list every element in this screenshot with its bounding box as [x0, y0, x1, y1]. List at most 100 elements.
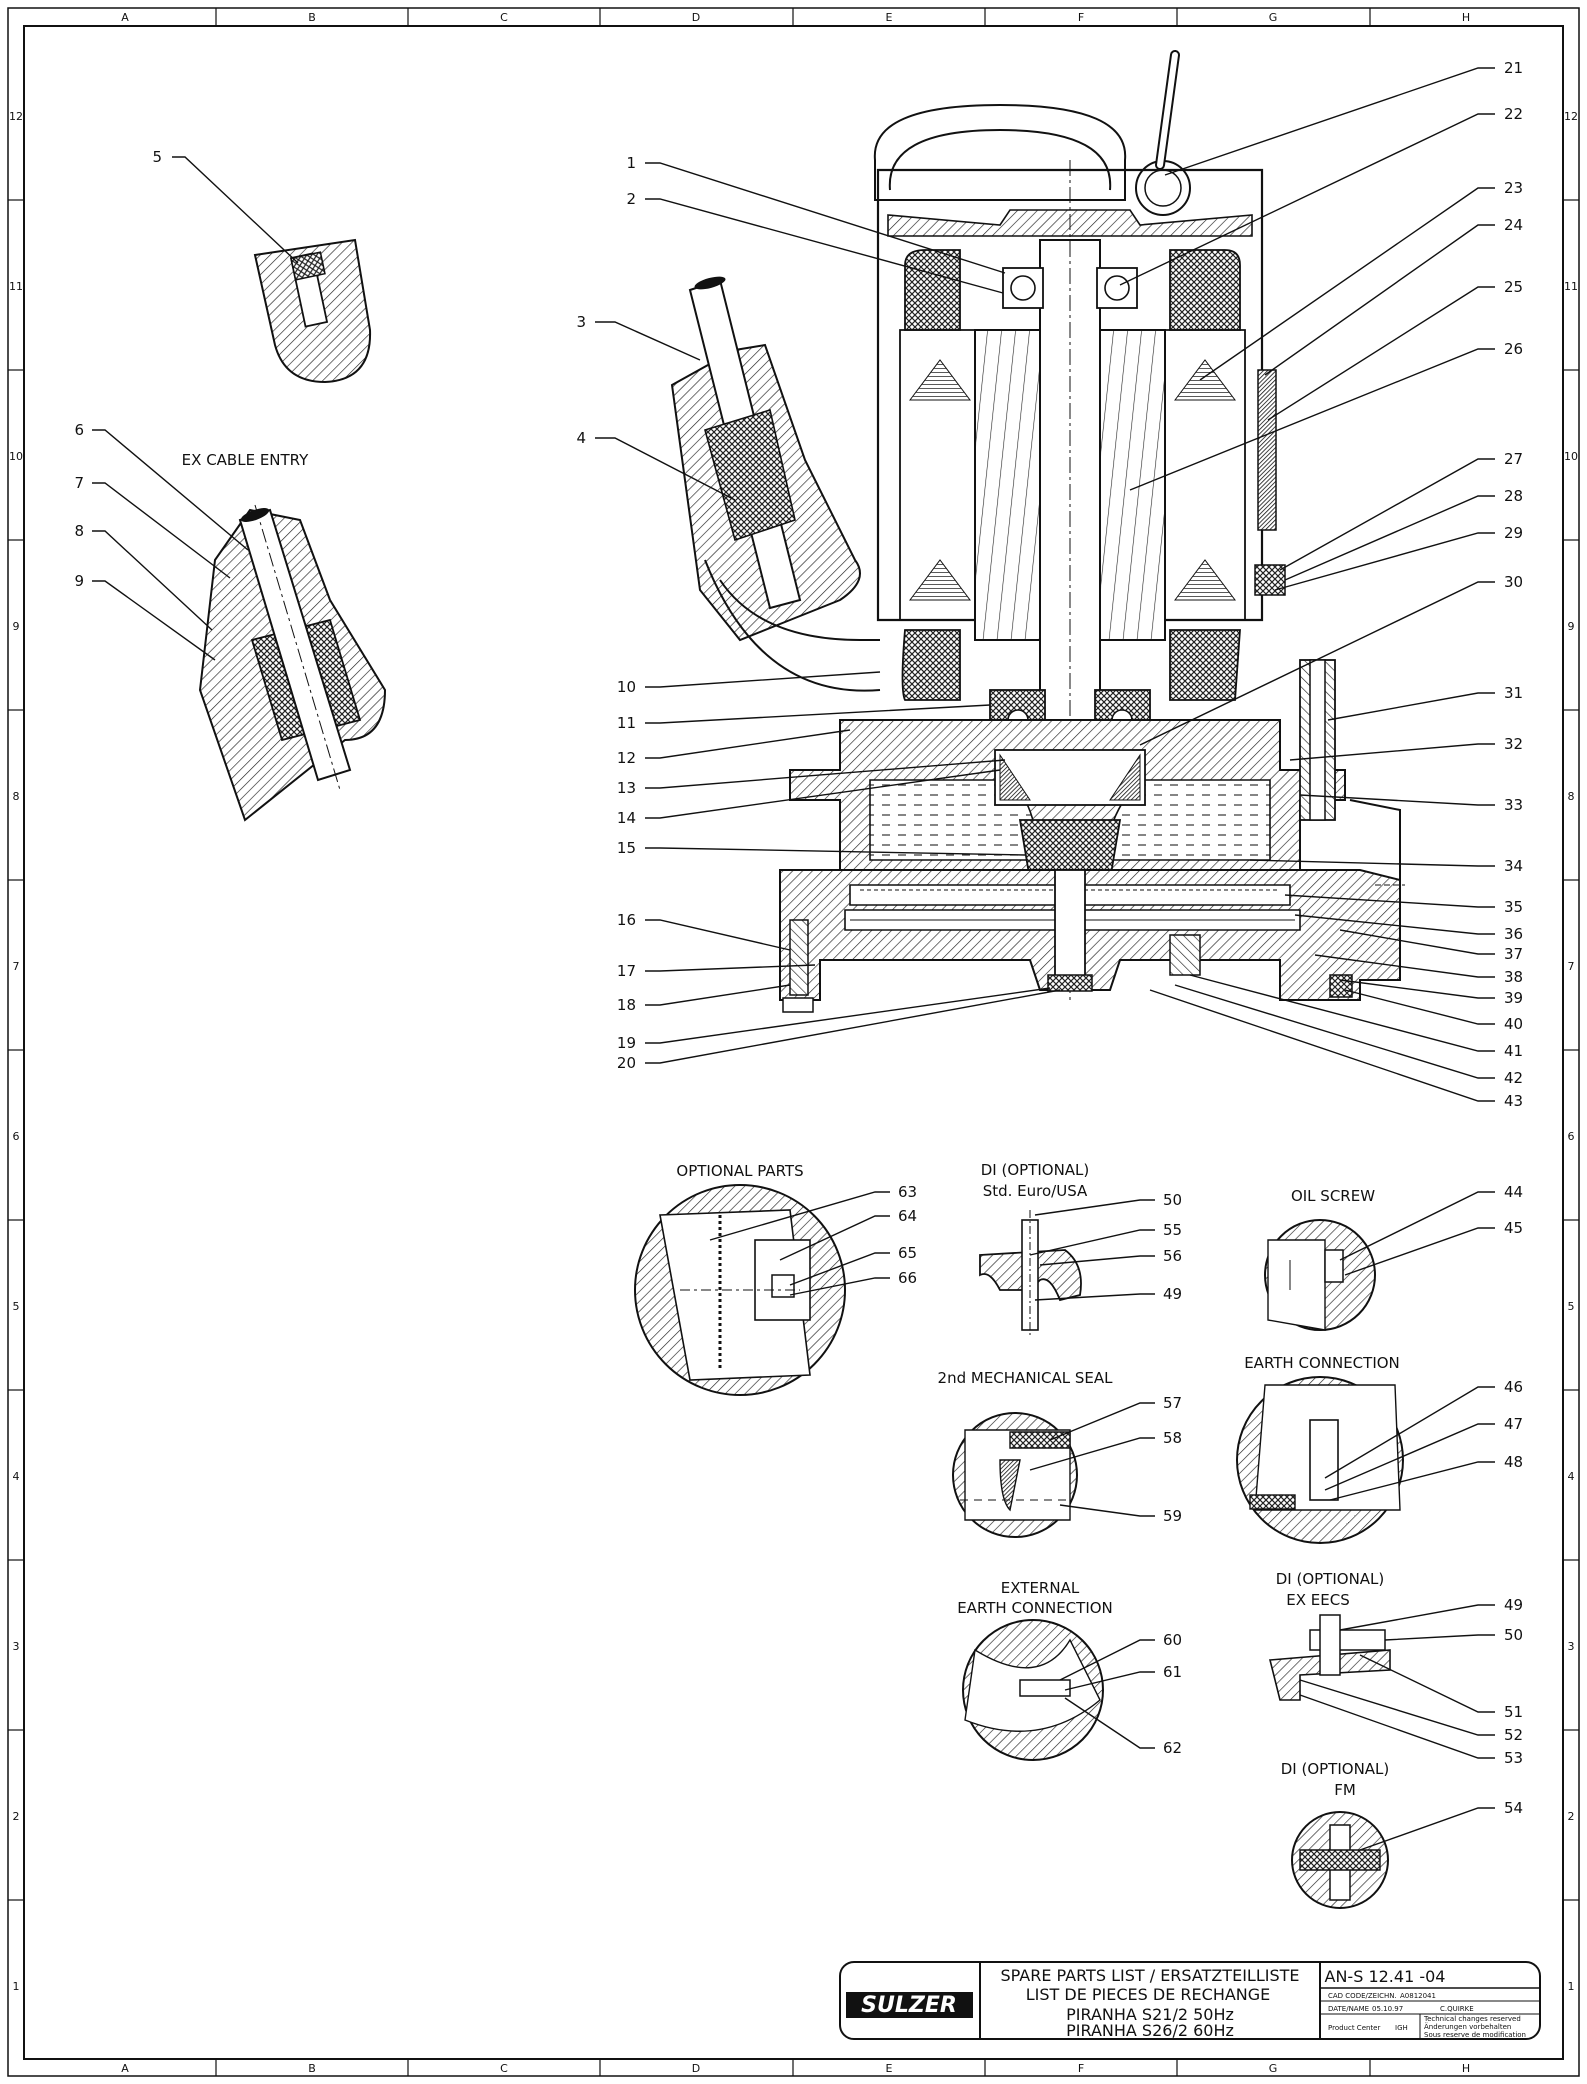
- detail-captions: EX CABLE ENTRY OPTIONAL PARTS DI (OPTION…: [182, 451, 1400, 1799]
- part-number: 44: [1504, 1183, 1523, 1201]
- zone-number: 8: [1568, 790, 1575, 803]
- leader-lines: [92, 67, 1495, 1851]
- document-number: AN-S 12.41 -04: [1325, 1967, 1446, 1986]
- caption-std-euro-usa: Std. Euro/USA: [983, 1182, 1088, 1200]
- part-number: 46: [1504, 1378, 1523, 1396]
- title-line-2: LIST DE PIECES DE RECHANGE: [1026, 1985, 1271, 2004]
- zone-number: 1: [1568, 1980, 1575, 1993]
- zone-number: 3: [13, 1640, 20, 1653]
- part-number: 7: [74, 474, 84, 492]
- part-number: 9: [74, 572, 84, 590]
- zone-number: 3: [1568, 1640, 1575, 1653]
- part-number: 14: [617, 809, 636, 827]
- detail-second-mechanical-seal: [952, 1412, 1078, 1538]
- zone-letter: H: [1462, 2062, 1470, 2075]
- part-number: 25: [1504, 278, 1523, 296]
- zone-letter: F: [1078, 2062, 1084, 2075]
- part-number: 42: [1504, 1069, 1523, 1087]
- part-number: 5: [152, 148, 162, 166]
- part-number: 59: [1163, 1507, 1182, 1525]
- cad-code-value: A0812041: [1400, 1992, 1436, 2000]
- part-number: 3: [576, 313, 586, 331]
- title-line-1: SPARE PARTS LIST / ERSATZTEILLISTE: [1000, 1966, 1299, 1985]
- caption-di-optional-ex: DI (OPTIONAL): [1276, 1570, 1385, 1588]
- part-number: 30: [1504, 573, 1523, 591]
- zone-number: 8: [13, 790, 20, 803]
- zone-number: 7: [13, 960, 20, 973]
- part-number: 16: [617, 911, 636, 929]
- part-number: 45: [1504, 1219, 1523, 1237]
- zone-number: 9: [1568, 620, 1575, 633]
- zone-number: 10: [1564, 450, 1578, 463]
- part-number: 6: [74, 421, 84, 439]
- part-number: 60: [1163, 1631, 1182, 1649]
- zone-letter: D: [692, 2062, 700, 2075]
- part-number: 11: [617, 714, 636, 732]
- caption-oil-screw: OIL SCREW: [1291, 1187, 1375, 1205]
- zone-letter: E: [886, 11, 893, 24]
- part-number: 19: [617, 1034, 636, 1052]
- detail-external-earth: [962, 1619, 1104, 1761]
- part-number: 63: [898, 1183, 917, 1201]
- zone-number: 12: [1564, 110, 1578, 123]
- part-number: 54: [1504, 1799, 1523, 1817]
- detail-earth-connection: [1236, 1376, 1404, 1544]
- product-center-label: Product Center: [1328, 2024, 1380, 2032]
- zone-number: 1: [13, 1980, 20, 1993]
- caption-fm: FM: [1334, 1781, 1356, 1799]
- part-number: 31: [1504, 684, 1523, 702]
- zone-number: 10: [9, 450, 23, 463]
- caption-external-earth: EARTH CONNECTION: [957, 1599, 1113, 1617]
- zone-number: 11: [9, 280, 23, 293]
- part-number: 2: [626, 190, 636, 208]
- part-number: 66: [898, 1269, 917, 1287]
- zone-number: 7: [1568, 960, 1575, 973]
- part-number: 41: [1504, 1042, 1523, 1060]
- part-number: 49: [1163, 1285, 1182, 1303]
- part-number: 64: [898, 1207, 917, 1225]
- zone-number: 4: [1568, 1470, 1575, 1483]
- zone-letter: B: [308, 2062, 316, 2075]
- zone-letter: G: [1269, 2062, 1278, 2075]
- part-number: 24: [1504, 216, 1523, 234]
- detail-plug-screw: [253, 238, 372, 384]
- zone-number: 2: [13, 1810, 20, 1823]
- part-number: 8: [74, 522, 84, 540]
- part-number: 50: [1504, 1626, 1523, 1644]
- changes-note-de: Änderungen vorbehalten: [1424, 2022, 1511, 2031]
- part-number: 61: [1163, 1663, 1182, 1681]
- part-number: 55: [1163, 1221, 1182, 1239]
- zone-letter: F: [1078, 11, 1084, 24]
- part-number: 39: [1504, 989, 1523, 1007]
- part-number: 48: [1504, 1453, 1523, 1471]
- part-number: 58: [1163, 1429, 1182, 1447]
- part-number-labels: 1 2 3 4 5 6 7 8 9 10 11 12 13 14 15 16 1…: [74, 59, 1523, 1817]
- zone-number: 12: [9, 110, 23, 123]
- zone-number: 9: [13, 620, 20, 633]
- zone-letter: C: [500, 11, 508, 24]
- part-number: 32: [1504, 735, 1523, 753]
- detail-ex-cable-entry: [198, 504, 387, 822]
- zone-letter: A: [121, 2062, 129, 2075]
- zone-number: 11: [1564, 280, 1578, 293]
- caption-optional-parts: OPTIONAL PARTS: [676, 1162, 803, 1180]
- caption-di-optional: DI (OPTIONAL): [981, 1161, 1090, 1179]
- part-number: 29: [1504, 524, 1523, 542]
- part-number: 38: [1504, 968, 1523, 986]
- part-number: 52: [1504, 1726, 1523, 1744]
- caption-ex-eecs: EX EECS: [1286, 1591, 1349, 1609]
- zone-number: 2: [1568, 1810, 1575, 1823]
- caption-di-optional-fm: DI (OPTIONAL): [1281, 1760, 1390, 1778]
- part-number: 37: [1504, 945, 1523, 963]
- part-number: 20: [617, 1054, 636, 1072]
- part-number: 28: [1504, 487, 1523, 505]
- zone-number: 6: [1568, 1130, 1575, 1143]
- drawing-frame: A B C D E F G H A B C D E F G H 12 11 10…: [7, 7, 1580, 2077]
- model-line-1: PIRANHA S21/2 50Hz: [1066, 2005, 1234, 2024]
- part-number: 4: [576, 429, 586, 447]
- zone-letter: E: [886, 2062, 893, 2075]
- detail-di-std: [979, 1210, 1082, 1335]
- cad-code-label: CAD CODE/ZEICHN.: [1328, 1992, 1397, 2000]
- zone-letter: D: [692, 11, 700, 24]
